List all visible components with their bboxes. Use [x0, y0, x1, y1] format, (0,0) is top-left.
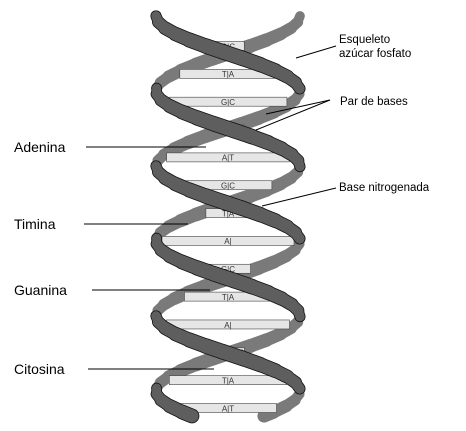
label-base-pair: Par de bases: [340, 96, 408, 108]
base-pair-letters: T|A: [222, 376, 235, 385]
label-adenine: Adenina: [14, 139, 66, 155]
backbone-strand-a-segment: [295, 382, 300, 389]
backbone-strand-a-segment: [295, 232, 300, 239]
base-pair-letters: G|C: [221, 98, 235, 107]
backbone-strand-b-segment: [298, 160, 300, 167]
label-nitrogen-base: Base nitrogenada: [339, 182, 430, 194]
leader-backbone: [296, 46, 336, 58]
base-pair-letters: A|: [224, 321, 231, 330]
base-pair-letters: A|T: [222, 154, 234, 163]
base-pair-letters: T|A: [222, 293, 235, 302]
base-pair-letters: A|T: [222, 404, 234, 413]
base-pair-letters: T|A: [222, 70, 235, 79]
label-backbone-line2: azúcar fosfato: [339, 48, 411, 60]
base-pair-letters: G|C: [221, 182, 235, 191]
backbone-strand-a-segment: [295, 82, 300, 89]
backbone-strand-b-segment: [182, 412, 192, 416]
label-thymine: Timina: [14, 216, 56, 232]
label-backbone-line1: Esqueleto: [339, 34, 390, 46]
backbone-strand-b-segment: [298, 310, 300, 317]
label-cytosine: Citosina: [14, 361, 65, 377]
base-pair-letters: A|: [224, 237, 231, 246]
label-guanine: Guanina: [14, 282, 67, 298]
